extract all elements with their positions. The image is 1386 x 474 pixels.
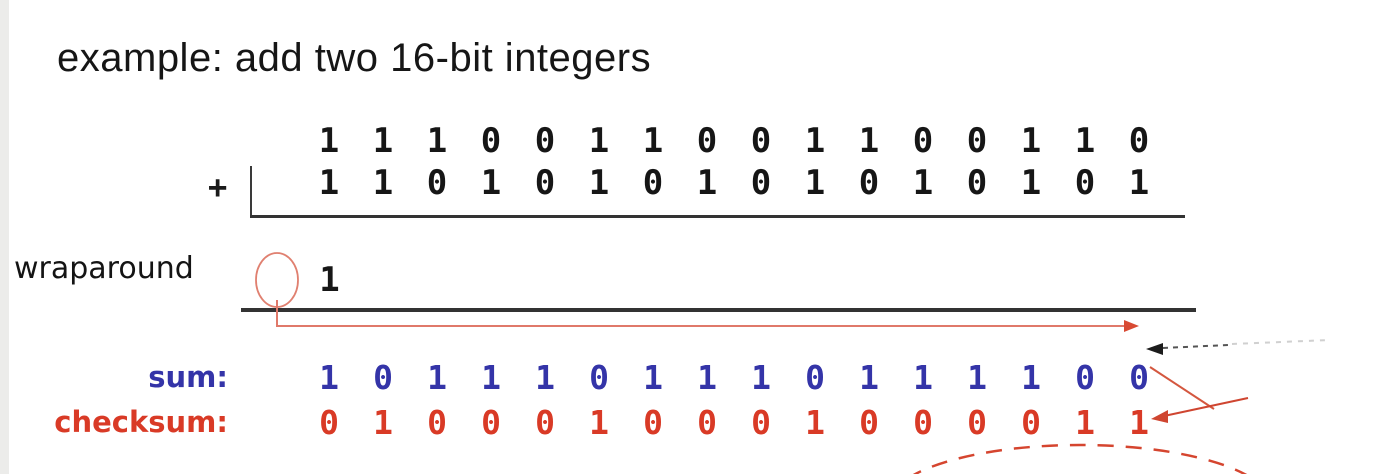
- bit-cell: 0: [1075, 358, 1095, 397]
- bit-cell: 0: [859, 403, 879, 442]
- bit-cell: 0: [1074, 163, 1096, 203]
- checksum-dashed-ellipse-annotation: [912, 443, 1248, 474]
- bit-cell: 0: [966, 121, 988, 161]
- bit-cell: 1: [697, 358, 717, 397]
- addition-rule-line: [250, 215, 1185, 218]
- wraparound-arrowhead-icon: [1124, 320, 1139, 332]
- bit-cell: 0: [1128, 121, 1150, 161]
- bit-cell: 1: [751, 358, 771, 397]
- carry-bit: 1: [319, 260, 340, 300]
- bit-cell: 1: [1074, 121, 1096, 161]
- bit-cell: 1: [804, 163, 826, 203]
- wraparound-bit-row: 1: [302, 259, 1182, 301]
- bit-cell: 1: [912, 163, 934, 203]
- left-edge-strip: [0, 0, 9, 474]
- bit-cell: 1: [696, 163, 718, 203]
- bit-cell: 0: [480, 121, 502, 161]
- sum-label: sum:: [148, 360, 228, 394]
- bit-cell: 1: [426, 121, 448, 161]
- bit-cell: 0: [589, 358, 609, 397]
- plus-operator: +: [208, 168, 228, 206]
- bit-cell: 0: [373, 358, 393, 397]
- bit-cell: 1: [427, 358, 447, 397]
- bit-cell: 0: [697, 403, 717, 442]
- bit-cell: 1: [1020, 163, 1042, 203]
- checksum-label: checksum:: [54, 405, 228, 439]
- bit-cell: 1: [913, 358, 933, 397]
- black-left-arrowhead-icon: [1146, 343, 1163, 355]
- bit-cell: 1: [1020, 121, 1042, 161]
- bit-cell: 1: [859, 358, 879, 397]
- addition-vertical-rule: [250, 166, 252, 216]
- black-arrow-dashed-tail: [1162, 344, 1229, 349]
- bit-cell: 0: [751, 403, 771, 442]
- bit-cell: 1: [318, 163, 340, 203]
- black-arrow-dashed-tail-faint: [1231, 339, 1331, 345]
- bit-cell: 1: [481, 358, 501, 397]
- bit-cell: 0: [534, 121, 556, 161]
- bit-cell: 1: [372, 121, 394, 161]
- bit-cell: 1: [373, 403, 393, 442]
- bit-cell: 1: [535, 358, 555, 397]
- bit-cell: 1: [967, 358, 987, 397]
- bit-cell: 1: [588, 163, 610, 203]
- bit-cell: 0: [642, 163, 664, 203]
- bit-cell: 1: [318, 121, 340, 161]
- slide-title: example: add two 16-bit integers: [57, 36, 652, 80]
- carry-circle-annotation: [255, 252, 299, 308]
- wraparound-label: wraparound: [14, 251, 194, 286]
- bit-cell: 1: [858, 121, 880, 161]
- bit-cell: 0: [427, 403, 447, 442]
- bit-cell: 0: [426, 163, 448, 203]
- bit-cell: 1: [642, 121, 664, 161]
- bit-cell: 0: [967, 403, 987, 442]
- bit-cell: 0: [696, 121, 718, 161]
- bit-cell: 0: [481, 403, 501, 442]
- bit-cell: 1: [643, 358, 663, 397]
- bit-cell: 0: [750, 163, 772, 203]
- bit-cell: 1: [1021, 358, 1041, 397]
- bit-cell: 1: [372, 163, 394, 203]
- bit-cell: 0: [805, 358, 825, 397]
- wraparound-rule-line: [241, 308, 1196, 312]
- bit-cell: 0: [1129, 358, 1149, 397]
- bit-cell: 0: [912, 121, 934, 161]
- bit-cell: 0: [913, 403, 933, 442]
- bit-cell: 0: [534, 163, 556, 203]
- bit-cell: 0: [966, 163, 988, 203]
- bit-cell: 0: [643, 403, 663, 442]
- bit-cell: 1: [804, 121, 826, 161]
- bit-cell: 1: [319, 358, 339, 397]
- bit-cell: 0: [319, 403, 339, 442]
- bit-cell: 1: [589, 403, 609, 442]
- bit-cell: 1: [1128, 163, 1150, 203]
- bit-cell: 1: [1129, 403, 1149, 442]
- bit-cell: 0: [1021, 403, 1041, 442]
- bit-cell: 1: [805, 403, 825, 442]
- bit-cell: 1: [588, 121, 610, 161]
- bit-cell: 0: [858, 163, 880, 203]
- bit-cell: 0: [535, 403, 555, 442]
- bit-cell: 1: [480, 163, 502, 203]
- bit-cell: 0: [750, 121, 772, 161]
- bit-cell: 1: [1075, 403, 1095, 442]
- wraparound-arrow-line: [276, 300, 1126, 327]
- checksum-arrow-tail: [1163, 397, 1249, 417]
